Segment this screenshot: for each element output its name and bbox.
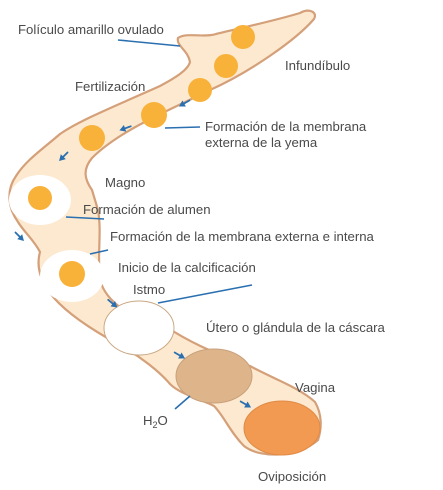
label-utero: Útero o glándula de la cáscara bbox=[206, 320, 386, 335]
label-vagina: Vagina bbox=[295, 380, 336, 395]
yolk-infundibulum-1 bbox=[214, 54, 238, 78]
yolk-membrane bbox=[79, 125, 105, 151]
egg-calcifying bbox=[175, 348, 253, 404]
arrow-icon bbox=[14, 231, 24, 241]
egg-final bbox=[243, 400, 321, 456]
leader-line-h2o bbox=[174, 395, 191, 410]
label-infundibulo: Infundíbulo bbox=[285, 58, 350, 73]
arrow-icon bbox=[107, 298, 118, 308]
arrow-icon bbox=[119, 125, 132, 132]
label-magno: Magno bbox=[105, 175, 145, 190]
arrow-icon bbox=[173, 351, 186, 359]
label-membrana-ext-int: Formación de la membrana externa e inter… bbox=[110, 229, 375, 244]
yolk-infundibulum-2 bbox=[188, 78, 212, 102]
oviduct-tube bbox=[8, 9, 322, 456]
arrow-icon bbox=[178, 99, 191, 107]
egg-isthmus-shell bbox=[103, 300, 175, 356]
label-istmo: Istmo bbox=[133, 282, 165, 297]
label-membrana-yema-1: Formación de la membrana bbox=[205, 119, 367, 134]
label-fertilizacion: Fertilización bbox=[75, 79, 145, 94]
arrow-icon bbox=[239, 400, 252, 408]
yolk-fertilization bbox=[141, 102, 167, 128]
h2o-h: H bbox=[143, 413, 153, 428]
leader-line-alumen bbox=[65, 216, 105, 220]
label-oviposicion: Oviposición bbox=[258, 469, 326, 484]
leader-line-foliculo bbox=[117, 39, 181, 47]
leader-line-membrana-ext-int bbox=[89, 249, 109, 255]
label-h2o: H2O bbox=[143, 413, 168, 430]
h2o-o: O bbox=[158, 413, 168, 428]
yolk-membrane-egg bbox=[59, 261, 85, 287]
label-calcificacion: Inicio de la calcificación bbox=[118, 260, 256, 275]
label-alumen: Formación de alumen bbox=[83, 202, 211, 217]
leader-line-istmo bbox=[157, 284, 253, 304]
h2o-subscript: 2 bbox=[153, 420, 158, 430]
yolk-magnum bbox=[28, 186, 52, 210]
leader-line-membrana-yema bbox=[164, 126, 201, 129]
yolk-ovulated bbox=[231, 25, 255, 49]
label-membrana-yema-2: externa de la yema bbox=[205, 135, 318, 150]
label-foliculo: Folículo amarillo ovulado bbox=[18, 22, 164, 37]
arrow-icon bbox=[59, 151, 69, 161]
